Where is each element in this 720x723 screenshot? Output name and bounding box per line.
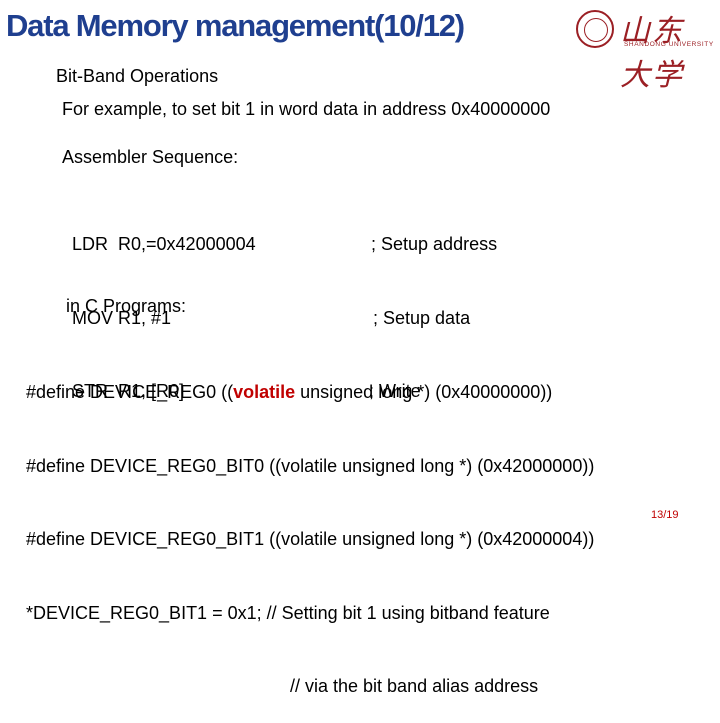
asm-heading: Assembler Sequence: [62, 147, 239, 167]
c-code-line: #define DEVICE_REG0_BIT1 ((volatile unsi… [26, 529, 595, 549]
c-code-text: #define DEVICE_REG0 (( [26, 382, 234, 402]
c-heading: in C Programs: [66, 296, 187, 316]
c-code-line: #define DEVICE_REG0_BIT0 ((volatile unsi… [26, 455, 595, 476]
section-heading: Bit-Band Operations [56, 66, 219, 86]
asm-code-line: LDR R0,=0x42000004 [72, 234, 256, 254]
asm-comment-block: ; Setup address ; Setup data ; Write [369, 183, 497, 428]
asm-code-block: LDR R0,=0x42000004 MOV R1, #1 STR R1, [R… [72, 183, 256, 428]
university-name: 山东大学 [620, 14, 684, 93]
university-seal-icon [576, 10, 614, 48]
university-subtitle: SHANDONG UNIVERSITY [624, 41, 714, 48]
asm-code-line: STR R1, [R0] [72, 381, 185, 401]
c-code-line: #define DEVICE_REG0 ((volatile unsigned … [26, 380, 594, 405]
c-code-block: #define DEVICE_REG0 ((volatile unsigned … [26, 331, 594, 723]
example-text: For example, to set bit 1 in word data i… [62, 99, 551, 119]
c-code-text: unsigned long *) (0x40000000)) [295, 382, 553, 402]
page-number: 13/19 [651, 509, 679, 521]
slide-title: Data Memory management(10/12) [6, 8, 465, 43]
volatile-keyword: volatile [233, 382, 296, 402]
asm-comment: ; Setup address [371, 234, 498, 254]
asm-code-line: MOV R1, #1 [72, 307, 172, 328]
asm-comment: ; Setup data [373, 307, 471, 328]
asm-comment: ; Write [369, 381, 421, 401]
c-code-line: // via the bit band alias address [290, 676, 539, 696]
university-logo: 山东大学 SHANDONG UNIVERSITY [576, 10, 714, 93]
c-code-line: *DEVICE_REG0_BIT1 = 0x1; // Setting bit … [26, 602, 550, 623]
